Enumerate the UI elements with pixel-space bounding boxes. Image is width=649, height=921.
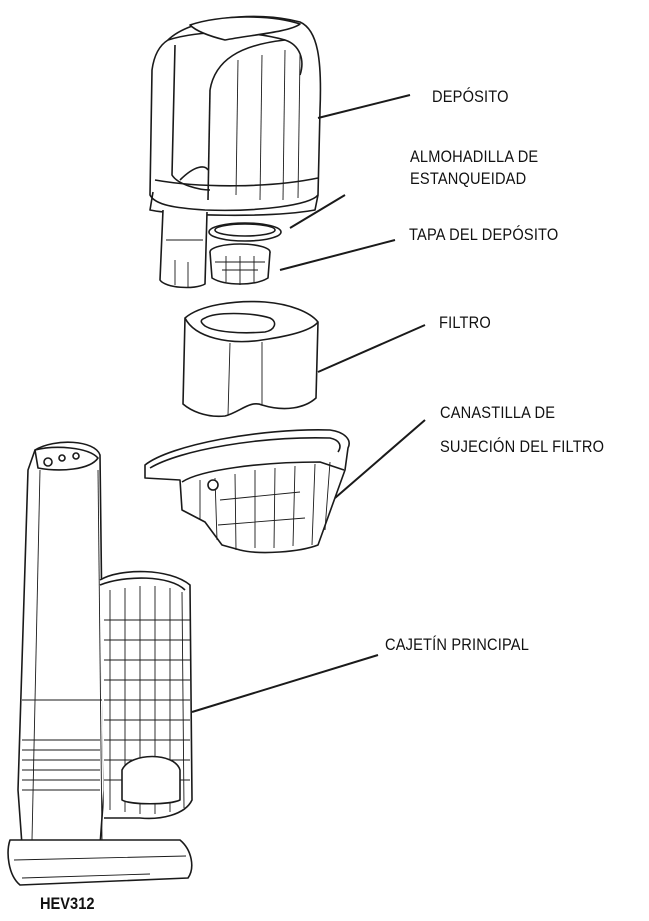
label-filtro: FILTRO (439, 313, 491, 332)
label-almohadilla-line1: ALMOHADILLA DE (410, 147, 539, 166)
label-canastilla-line1: CANASTILLA DE (440, 403, 556, 422)
label-canastilla-line2: SUJECIÓN DEL FILTRO (440, 437, 605, 456)
label-tapa: TAPA DEL DEPÓSITO (409, 225, 559, 244)
label-almohadilla-line2: ESTANQUEIDAD (410, 169, 527, 188)
main-housing-part (7, 441, 193, 886)
leader-lines (191, 94, 426, 713)
seal-ring-part (208, 222, 282, 242)
tank-cap-part (209, 243, 271, 285)
filter-basket-part (144, 429, 350, 554)
label-deposito: DEPÓSITO (432, 87, 509, 106)
model-number: HEV312 (40, 894, 95, 913)
filter-part (182, 300, 319, 418)
label-cajetin: CAJETÍN PRINCIPAL (385, 635, 530, 654)
tank-part (149, 15, 322, 289)
